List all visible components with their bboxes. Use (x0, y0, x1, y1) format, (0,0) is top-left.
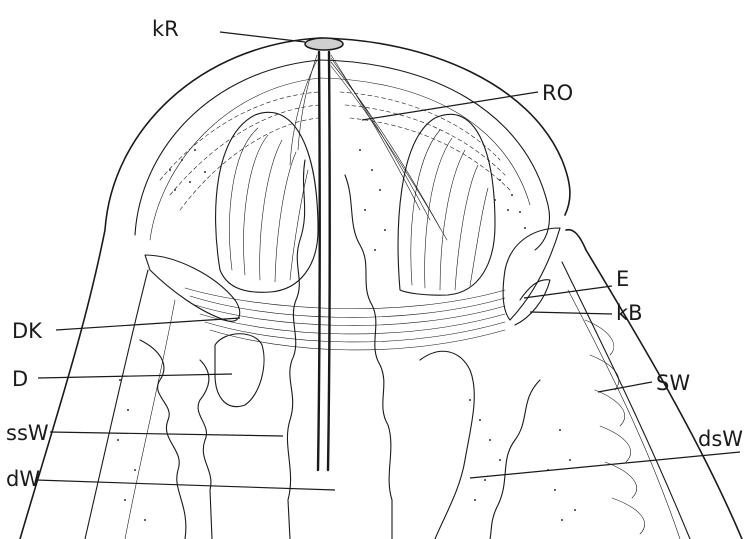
stippling (117, 149, 576, 521)
right-body-wall (566, 230, 742, 539)
central-jagged-left (287, 160, 305, 539)
right-inner-wall-2 (568, 290, 680, 539)
dome-hatching (160, 92, 510, 210)
label-D: D (12, 367, 28, 391)
leader-SW (598, 382, 652, 392)
dsW-structure-2 (490, 380, 540, 539)
right-muscle-loop (398, 114, 495, 295)
ssW-wall-2 (198, 360, 212, 539)
leader-D (38, 374, 232, 378)
dsW-structure (420, 351, 474, 539)
label-kB: kB (616, 301, 643, 325)
left-muscle-loop (216, 112, 318, 292)
left-muscle-lines (229, 128, 308, 282)
RO-fibers (290, 55, 447, 240)
label-E: E (616, 267, 629, 291)
D-structure (215, 334, 264, 407)
label-SW: SW (656, 371, 690, 395)
label-ssW: ssW (6, 421, 49, 445)
left-inner-wall (85, 270, 148, 539)
central-rod-right (328, 52, 330, 470)
right-muscle-lines (411, 130, 488, 290)
leader-kB (530, 312, 612, 314)
leader-kR (220, 32, 305, 42)
label-kR: kR (152, 17, 179, 41)
kB-structure (515, 280, 550, 325)
leader-E (524, 286, 612, 298)
central-rod-left (318, 52, 320, 470)
label-dW: dW (6, 467, 40, 491)
label-dsW: dsW (698, 427, 743, 451)
left-inner-wall-2 (125, 300, 175, 539)
label-RO: RO (542, 81, 573, 105)
ssW-wall (140, 340, 186, 539)
E-eye-structure (503, 228, 560, 320)
leader-RO (362, 92, 538, 120)
left-eye-structure (145, 255, 240, 321)
label-DK: DK (12, 319, 43, 343)
leader-dsW (470, 452, 740, 478)
kR-structure (305, 38, 343, 50)
